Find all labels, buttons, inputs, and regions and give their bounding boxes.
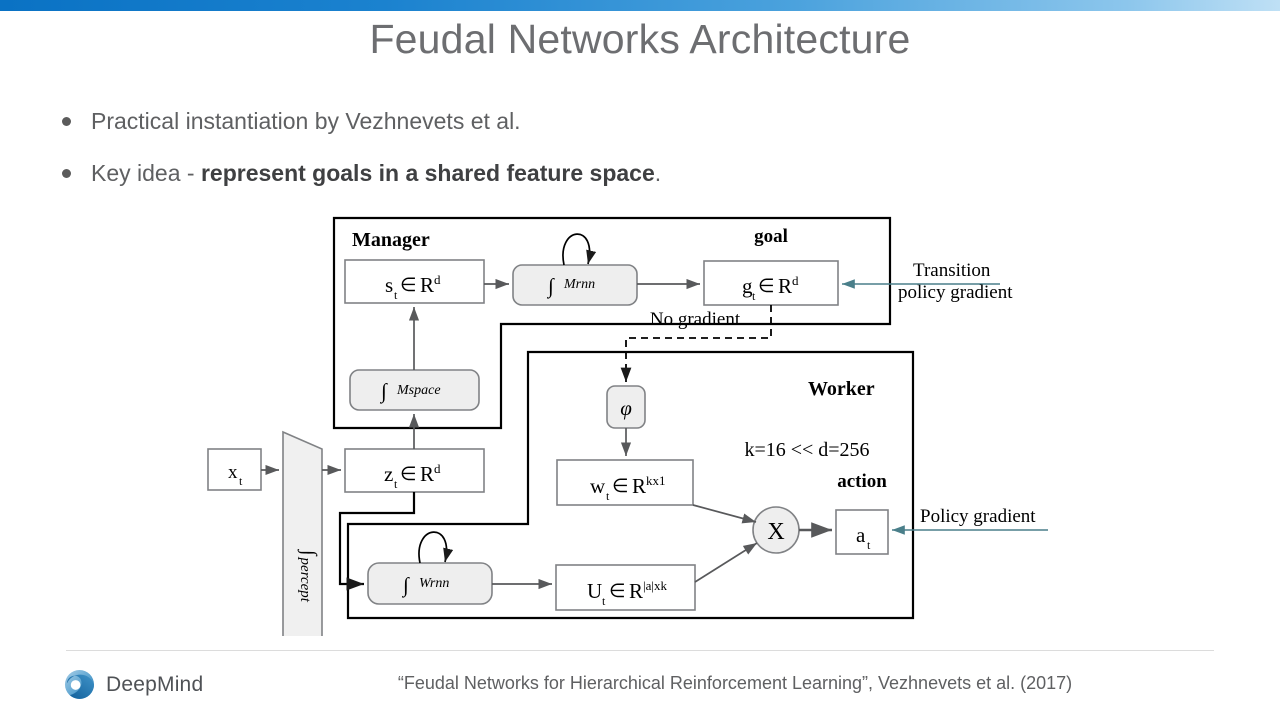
node-multiply: X [752,506,800,554]
edge-z-to-wrnn [338,492,416,591]
node-g-t: goal g t ∈ R d [703,226,839,306]
bullet-2-tail: . [654,160,662,186]
group-manager-outline [332,216,892,430]
deepmind-wordmark: DeepMind [106,672,204,696]
bullet-text-2: Key idea - represent goals in a shared f… [91,159,661,187]
svg-text:t: t [394,477,398,491]
svg-text:Mrnn: Mrnn [563,277,595,292]
svg-text:∈: ∈ [400,275,417,296]
footer-divider [66,650,1214,651]
svg-text:R: R [420,462,434,486]
svg-text:kx1: kx1 [646,473,666,488]
svg-text:∫percept: ∫percept [297,548,320,603]
svg-text:∈: ∈ [609,581,626,602]
node-s-t: s t ∈ R d [344,259,485,304]
svg-text:Wrnn: Wrnn [419,576,449,591]
node-phi: φ [606,385,646,429]
svg-text:t: t [606,489,610,503]
svg-text:∈: ∈ [758,276,775,297]
footer-caption: “Feudal Networks for Hierarchical Reinfo… [397,673,1073,693]
caption-goal: goal [754,226,788,247]
bullet-dot-icon [62,117,71,126]
node-a-t: action a t [835,471,889,555]
gradient-arrows [842,279,1048,535]
svg-text:∫: ∫ [401,573,410,598]
svg-text:z: z [384,462,393,486]
annotation-dimensions: k=16 << d=256 [744,439,869,461]
group-label-worker: Worker [808,378,875,400]
bullet-2-lead: Key idea - [91,160,201,186]
caption-action: action [837,471,887,492]
annotation-policy-gradient: Policy gradient [920,506,1036,527]
svg-text:∫: ∫ [379,379,388,404]
bullet-item-2: Key idea - represent goals in a shared f… [62,159,661,187]
annotation-transition-policy-gradient-line1: Transition [913,260,991,281]
node-z-t: z t ∈ R d [344,448,485,493]
bullet-1-lead: Practical instantiation by Vezhnevets et… [91,108,521,134]
svg-text:R: R [632,474,646,498]
node-f-wrnn: ∫ Wrnn [367,531,493,605]
svg-text:U: U [587,579,602,603]
bullet-2-emphasis: represent goals in a shared feature spac… [200,160,655,186]
svg-text:d: d [434,461,441,476]
node-U-t: U t ∈ R |a|xk [555,564,696,611]
svg-text:g: g [742,274,753,298]
svg-text:Mspace: Mspace [396,383,441,398]
footer: DeepMind “Feudal Networks for Hierarchic… [0,660,1280,720]
svg-text:t: t [752,289,756,303]
annotation-transition-policy-gradient-line2: policy gradient [898,282,1013,303]
edge-no-gradient [620,305,772,382]
svg-text:x: x [228,462,238,483]
svg-text:X: X [767,519,784,545]
svg-text:d: d [434,272,441,287]
svg-text:|a|xk: |a|xk [643,578,667,593]
top-banner-gradient [0,0,1280,11]
architecture-diagram: Manager Worker x t ∫percept s t ∈ R d ∫ … [0,206,1280,636]
node-f-percept: ∫percept [282,430,323,636]
annotation-no-gradient: No gradient [650,309,741,330]
svg-text:t: t [239,474,243,488]
group-label-manager: Manager [352,229,430,251]
svg-text:a: a [856,523,866,547]
deepmind-swirl-icon [64,669,95,700]
svg-text:s: s [385,273,393,297]
node-input-x: x t [207,448,262,491]
svg-text:t: t [867,538,871,552]
node-w-t: w t ∈ R kx1 [556,459,694,506]
bullet-text-1: Practical instantiation by Vezhnevets et… [91,107,521,135]
svg-text:φ: φ [620,396,632,420]
bullet-dot-icon [62,169,71,178]
node-f-mspace: ∫ Mspace [349,369,480,411]
svg-text:R: R [420,273,434,297]
svg-text:R: R [778,274,792,298]
group-worker-outline [346,350,915,620]
svg-text:R: R [629,579,643,603]
svg-text:t: t [394,288,398,302]
bullet-item-1: Practical instantiation by Vezhnevets et… [62,107,521,135]
svg-text:w: w [590,474,606,498]
svg-text:t: t [602,594,606,608]
diagram-edges [261,278,832,590]
svg-text:∫: ∫ [546,274,555,299]
node-f-mrnn: ∫ Mrnn [512,233,638,306]
svg-text:∈: ∈ [612,476,629,497]
svg-text:∈: ∈ [400,464,417,485]
page-title: Feudal Networks Architecture [369,16,911,62]
deepmind-logo: DeepMind [64,669,203,700]
svg-text:d: d [792,273,799,288]
